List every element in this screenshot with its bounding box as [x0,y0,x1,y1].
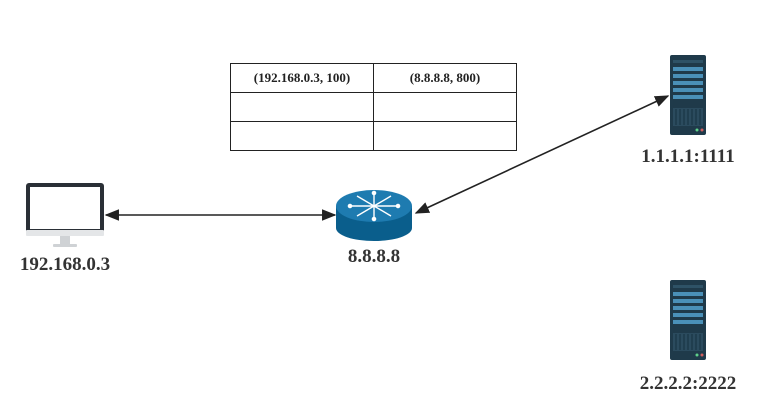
table-cell [373,121,517,151]
table-cell [230,92,374,122]
monitor-icon [26,183,104,247]
table-row: (192.168.0.3, 100) (8.8.8.8, 800) [230,63,517,93]
nat-table: (192.168.0.3, 100) (8.8.8.8, 800) [230,63,517,151]
link-router-server1 [414,95,670,214]
router-icon [336,190,412,241]
table-row [230,121,517,151]
server-icon [670,280,706,360]
table-cell: (8.8.8.8, 800) [373,63,517,93]
router-label: 8.8.8.8 [347,246,401,267]
client-label: 192.168.0.3 [19,254,111,275]
table-row [230,92,517,122]
table-cell [230,121,374,151]
server2-label: 2.2.2.2:2222 [639,373,737,394]
table-cell [373,92,517,122]
server-icon [670,55,706,135]
table-cell: (192.168.0.3, 100) [230,63,374,93]
server1-label: 1.1.1.1:1111 [641,146,735,167]
